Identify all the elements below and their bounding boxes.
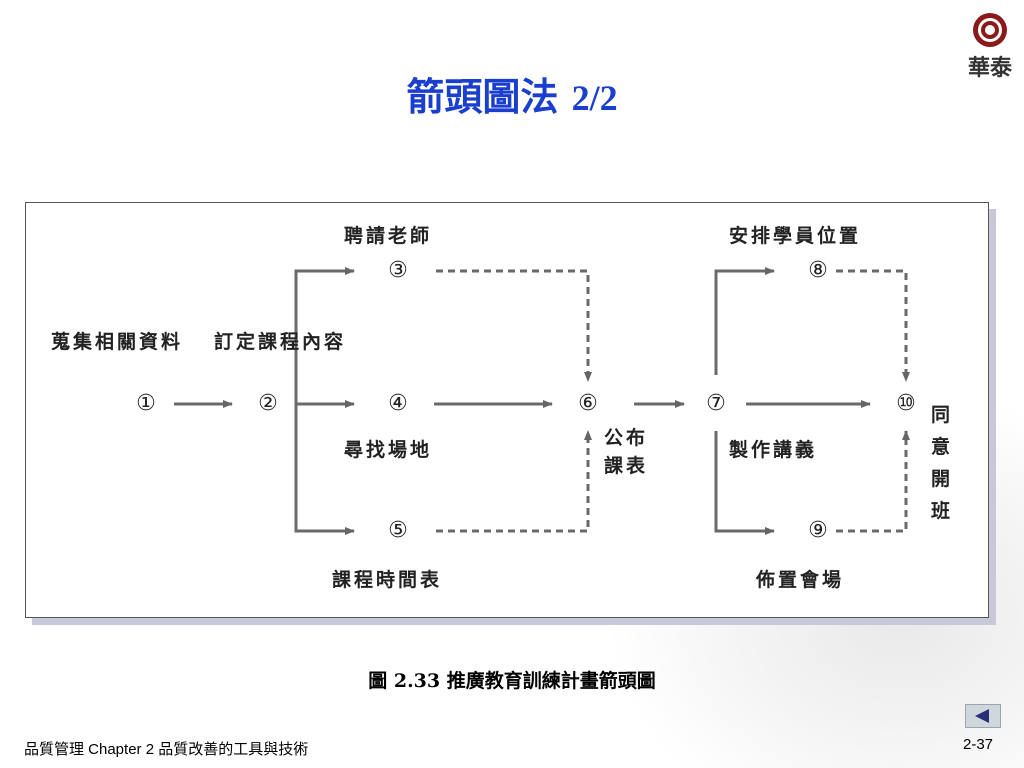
node-9: ⑨ — [803, 516, 833, 546]
label-handouts: 製作講義 — [729, 435, 817, 462]
node-1: ① — [131, 389, 161, 419]
label-collect-info: 蒐集相關資料 — [51, 327, 183, 354]
label-publish: 公布 — [604, 423, 648, 450]
node-8: ⑧ — [803, 256, 833, 286]
previous-slide-button[interactable] — [965, 704, 1001, 728]
footer-course-title: 品質管理 Chapter 2 品質改善的工具與技術 — [24, 738, 308, 759]
label-agree-open: 同 意 開 班 — [931, 399, 950, 527]
node-7: ⑦ — [701, 389, 731, 419]
node-2: ② — [253, 389, 283, 419]
page-title: 箭頭圖法 2/2 — [0, 66, 1024, 121]
arrow-diagram-lines — [26, 203, 988, 617]
page-number: 2-37 — [963, 736, 993, 753]
label-agree-3: 開 — [931, 463, 950, 495]
title-main: 箭頭圖法 — [406, 74, 558, 119]
label-agree-2: 意 — [931, 431, 950, 463]
figure-caption: 圖 2.33 推廣教育訓練計畫箭頭圖 — [0, 666, 1024, 693]
label-timetable: 課表 — [604, 451, 648, 478]
title-part: 2/2 — [572, 78, 618, 118]
label-find-site: 尋找場地 — [344, 435, 432, 462]
label-agree-4: 班 — [931, 495, 950, 527]
node-10: ⑩ — [891, 389, 921, 419]
label-hire-teacher: 聘請老師 — [344, 221, 432, 248]
left-arrow-icon — [975, 709, 989, 723]
node-4: ④ — [383, 389, 413, 419]
label-agree-1: 同 — [931, 399, 950, 431]
node-5: ⑤ — [383, 516, 413, 546]
label-schedule: 課程時間表 — [332, 565, 442, 592]
node-6: ⑥ — [573, 389, 603, 419]
label-define-course: 訂定課程內容 — [214, 327, 346, 354]
arrow-diagram: ① ② ③ ④ ⑤ ⑥ ⑦ ⑧ ⑨ ⑩ 聘請老師 安排學員位置 蒐集相關資料 訂… — [25, 202, 989, 618]
label-arrange-seats: 安排學員位置 — [729, 221, 861, 248]
node-3: ③ — [383, 256, 413, 286]
label-arrange-venue: 佈置會場 — [756, 565, 844, 592]
